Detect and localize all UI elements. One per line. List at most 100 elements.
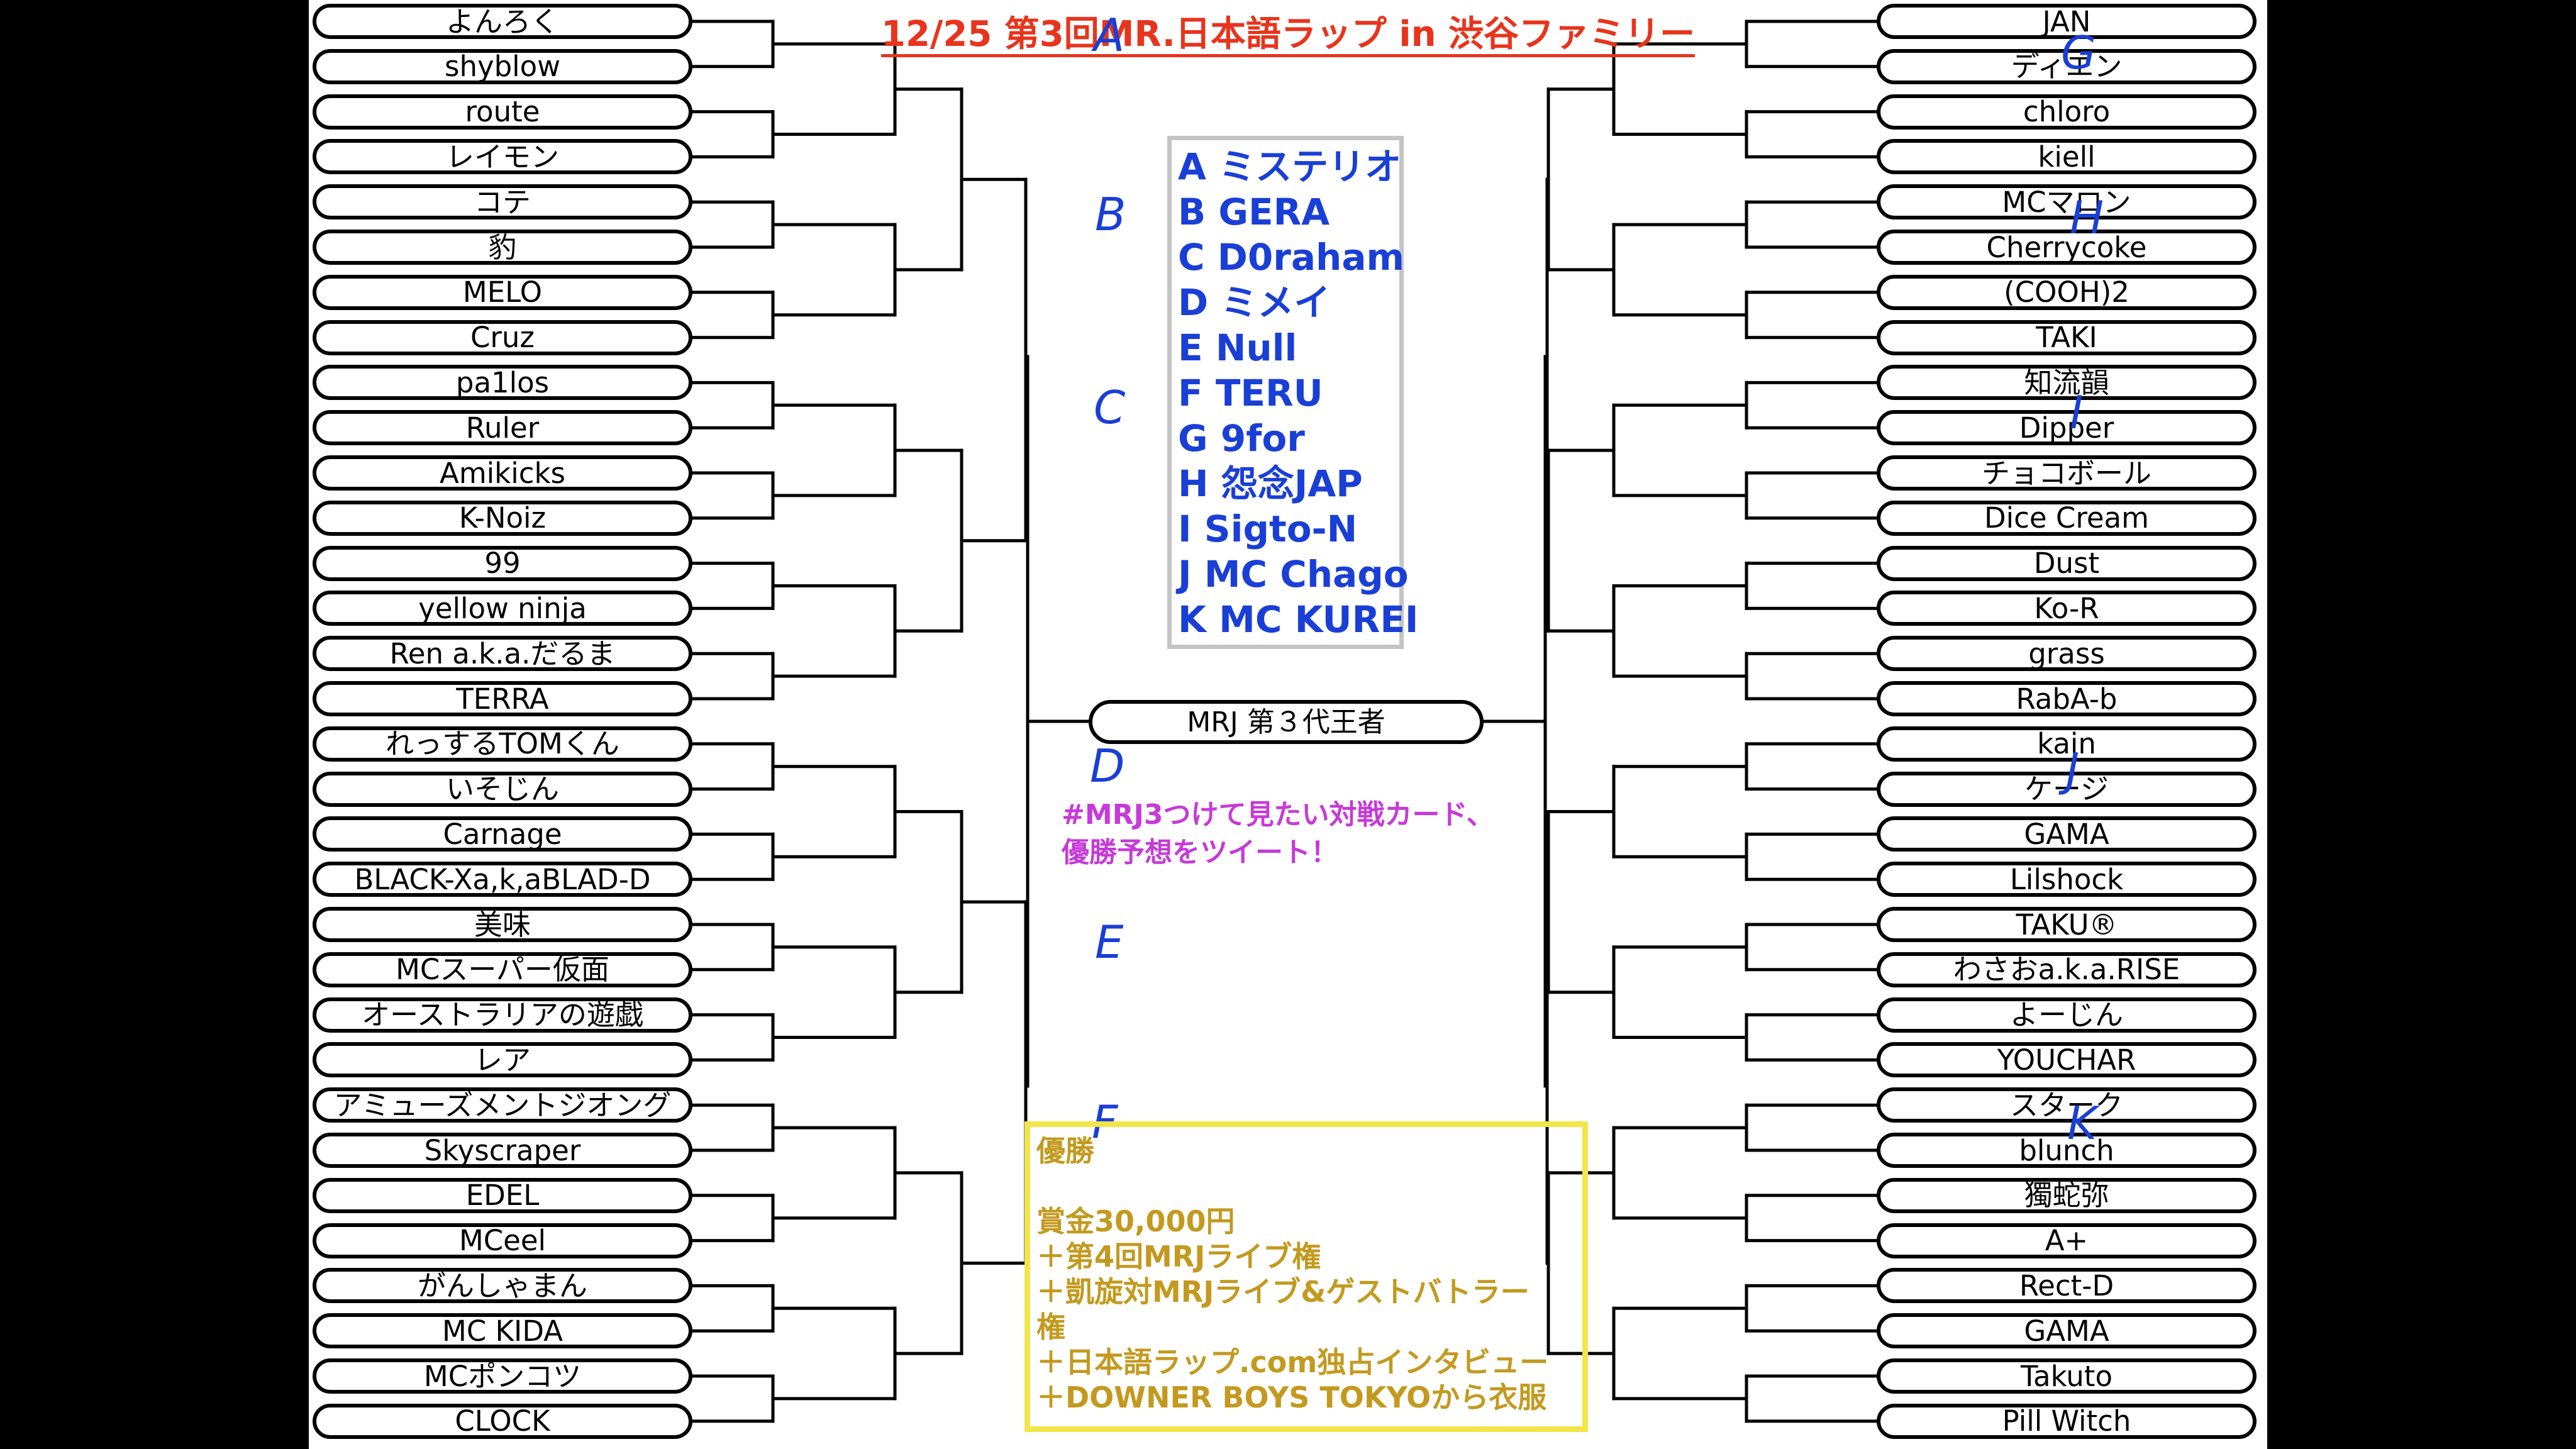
seed-name: Sigto-N (1204, 508, 1358, 550)
tournament-bracket-board: 12/25 第3回MR.日本語ラップ in 渋谷ファミリー よんろく shyblo… (309, 0, 2267, 1449)
prize-box: 優勝 賞金30,000円 ＋第4回MRJライブ権 ＋凱旋対MRJライブ&ゲストバ… (1024, 1121, 1588, 1432)
right-player-slot: RabA-b (1877, 681, 2257, 716)
seed-letter: F (1178, 372, 1203, 414)
right-player-slot: chloro (1877, 94, 2257, 130)
left-player-slot: がんしゃまん (313, 1268, 692, 1304)
group-label-d: D (1090, 740, 1125, 792)
left-player-slot: EDEL (313, 1177, 692, 1213)
prize-line: 賞金30,000円 (1036, 1204, 1235, 1238)
seed-row: C D0raham (1178, 235, 1404, 280)
left-player-slot: いそじん (313, 771, 692, 807)
group-label-a: A (1094, 9, 1125, 62)
right-player-slot: 獨蛇弥 (1877, 1177, 2257, 1213)
seed-letter: K (1178, 598, 1206, 641)
right-player-slot: TAKI (1877, 319, 2257, 355)
right-player-slot: Cherrycoke (1877, 230, 2257, 265)
seed-name: ミメイ (1221, 281, 1331, 324)
right-player-slot: 知流韻 (1877, 365, 2257, 401)
left-player-slot: CLOCK (313, 1403, 692, 1439)
right-player-slot: Dice Cream (1877, 500, 2257, 536)
seed-letter: E (1178, 326, 1203, 369)
right-player-slot: GAMA (1877, 1313, 2257, 1349)
left-player-slot: Cruz (313, 319, 692, 355)
right-player-slot: Dust (1877, 545, 2257, 581)
seed-letter: G (1178, 417, 1208, 460)
right-player-slot: JAN (1877, 4, 2257, 39)
seed-name: MC KUREI (1219, 598, 1419, 641)
seed-name: 怨念JAP (1221, 462, 1363, 505)
left-player-slot: アミューズメントジオング (313, 1087, 692, 1123)
prize-line: ＋DOWNER BOYS TOKYOから衣服 (1036, 1380, 1547, 1414)
group-label-c: C (1094, 381, 1126, 434)
right-player-slot: (COOH)2 (1877, 274, 2257, 310)
right-player-slot: Takuto (1877, 1358, 2257, 1394)
left-player-slot: 豹 (313, 230, 692, 265)
seed-row: J MC Chago (1178, 552, 1409, 597)
left-player-slot: レア (313, 1042, 692, 1078)
right-player-slot: スターク (1877, 1087, 2257, 1123)
seed-letter: C (1178, 236, 1205, 279)
seed-name: TERU (1215, 372, 1323, 414)
prize-line: 権 (1036, 1310, 1065, 1344)
bracket-lines (691, 19, 1879, 1423)
left-player-slot: shyblow (313, 48, 692, 84)
prize-line (1036, 1169, 1576, 1204)
seed-name: D0raham (1217, 236, 1404, 279)
page-title: 12/25 第3回MR.日本語ラップ in 渋谷ファミリー (881, 15, 1695, 57)
seed-letter: B (1178, 191, 1206, 233)
left-player-slot: よんろく (313, 4, 692, 39)
seed-name: Null (1215, 326, 1297, 369)
prize-line: ＋凱旋対MRJライブ&ゲストバトラー (1036, 1275, 1530, 1309)
left-player-slot: レイモン (313, 139, 692, 175)
left-player-slot: Ruler (313, 410, 692, 446)
tweet-line: 優勝予想をツイート！ (1062, 836, 1338, 869)
left-player-slot: Skyscraper (313, 1133, 692, 1168)
left-player-slot: れっするTOMくん (313, 726, 692, 762)
right-player-slot: Rect-D (1877, 1268, 2257, 1304)
right-player-slot: ケージ (1877, 771, 2257, 807)
left-player-slot: pa1los (313, 365, 692, 401)
left-player-slot: MC KIDA (313, 1313, 692, 1349)
group-label-b: B (1095, 188, 1126, 241)
right-player-slot: GAMA (1877, 816, 2257, 852)
seed-letter: A (1178, 145, 1206, 188)
tweet-prompt: #MRJ3つけて見たい対戦カード、 優勝予想をツイート！ (1062, 796, 1494, 872)
group-label-g: G (2061, 26, 2096, 79)
seed-row: G 9for (1178, 416, 1399, 461)
left-player-slot: 美味 (313, 907, 692, 942)
right-player-slot: A+ (1877, 1223, 2257, 1258)
right-player-slot: ディエン (1877, 48, 2257, 84)
left-player-slot: yellow ninja (313, 591, 692, 626)
right-player-slot: Ko-R (1877, 591, 2257, 626)
seed-row: D ミメイ (1178, 280, 1399, 325)
left-player-slot: MCポンコツ (313, 1358, 692, 1394)
left-player-slot: MCスーパー仮面 (313, 952, 692, 987)
right-player-slot: kain (1877, 726, 2257, 762)
seed-letter: H (1178, 462, 1209, 505)
right-player-slot: grass (1877, 636, 2257, 672)
seed-letter: I (1178, 508, 1192, 550)
seed-row: F TERU (1178, 370, 1399, 416)
left-player-slot: TERRA (313, 681, 692, 716)
seed-row: H 怨念JAP (1178, 461, 1399, 506)
seed-letter: D (1178, 281, 1209, 324)
seed-letter: J (1178, 553, 1192, 596)
left-player-slot: MELO (313, 274, 692, 310)
left-player-slot: MCeel (313, 1223, 692, 1258)
seed-row: E Null (1178, 325, 1399, 370)
right-player-slot: Dipper (1877, 410, 2257, 446)
right-player-slot: blunch (1877, 1133, 2257, 1168)
left-player-slot: 99 (313, 545, 692, 581)
right-player-slot: わさおa.k.a.RISE (1877, 952, 2257, 987)
group-label-j: J (2066, 743, 2080, 796)
seed-name: 9for (1220, 417, 1305, 460)
left-player-slot: コテ (313, 184, 692, 220)
seed-row: B GERA (1178, 189, 1399, 235)
seed-name: ミステリオ (1219, 145, 1402, 188)
group-label-h: H (2070, 191, 2104, 244)
left-player-slot: Ren a.k.a.だるま (313, 636, 692, 672)
tweet-line: #MRJ3つけて見たい対戦カード、 (1062, 799, 1494, 831)
right-player-slot: よーじん (1877, 997, 2257, 1033)
